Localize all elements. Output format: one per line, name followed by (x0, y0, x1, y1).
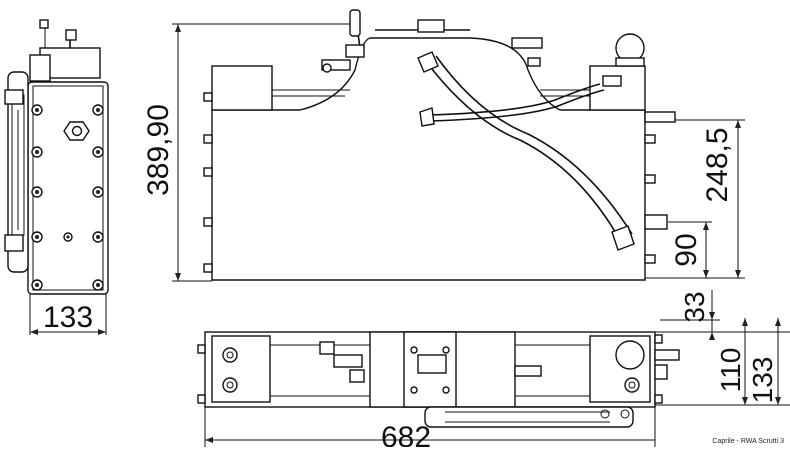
dim-front-right-height: 248,5 (701, 127, 734, 202)
dim-side-width: 133 (43, 301, 93, 334)
dim-front-height: 389,90 (142, 104, 175, 196)
side-view (4, 19, 109, 335)
corner-note: Caprile - RWA Scrutti 3 (712, 438, 784, 445)
dim-depth-mid: 110 (715, 348, 746, 393)
dim-depth-total: 133 (747, 357, 778, 404)
dim-fitting-height: 90 (670, 233, 703, 266)
plan-view (197, 290, 790, 447)
front-view (172, 9, 745, 282)
dim-bottom-width: 682 (381, 421, 431, 447)
dim-top-offset: 33 (679, 291, 710, 322)
